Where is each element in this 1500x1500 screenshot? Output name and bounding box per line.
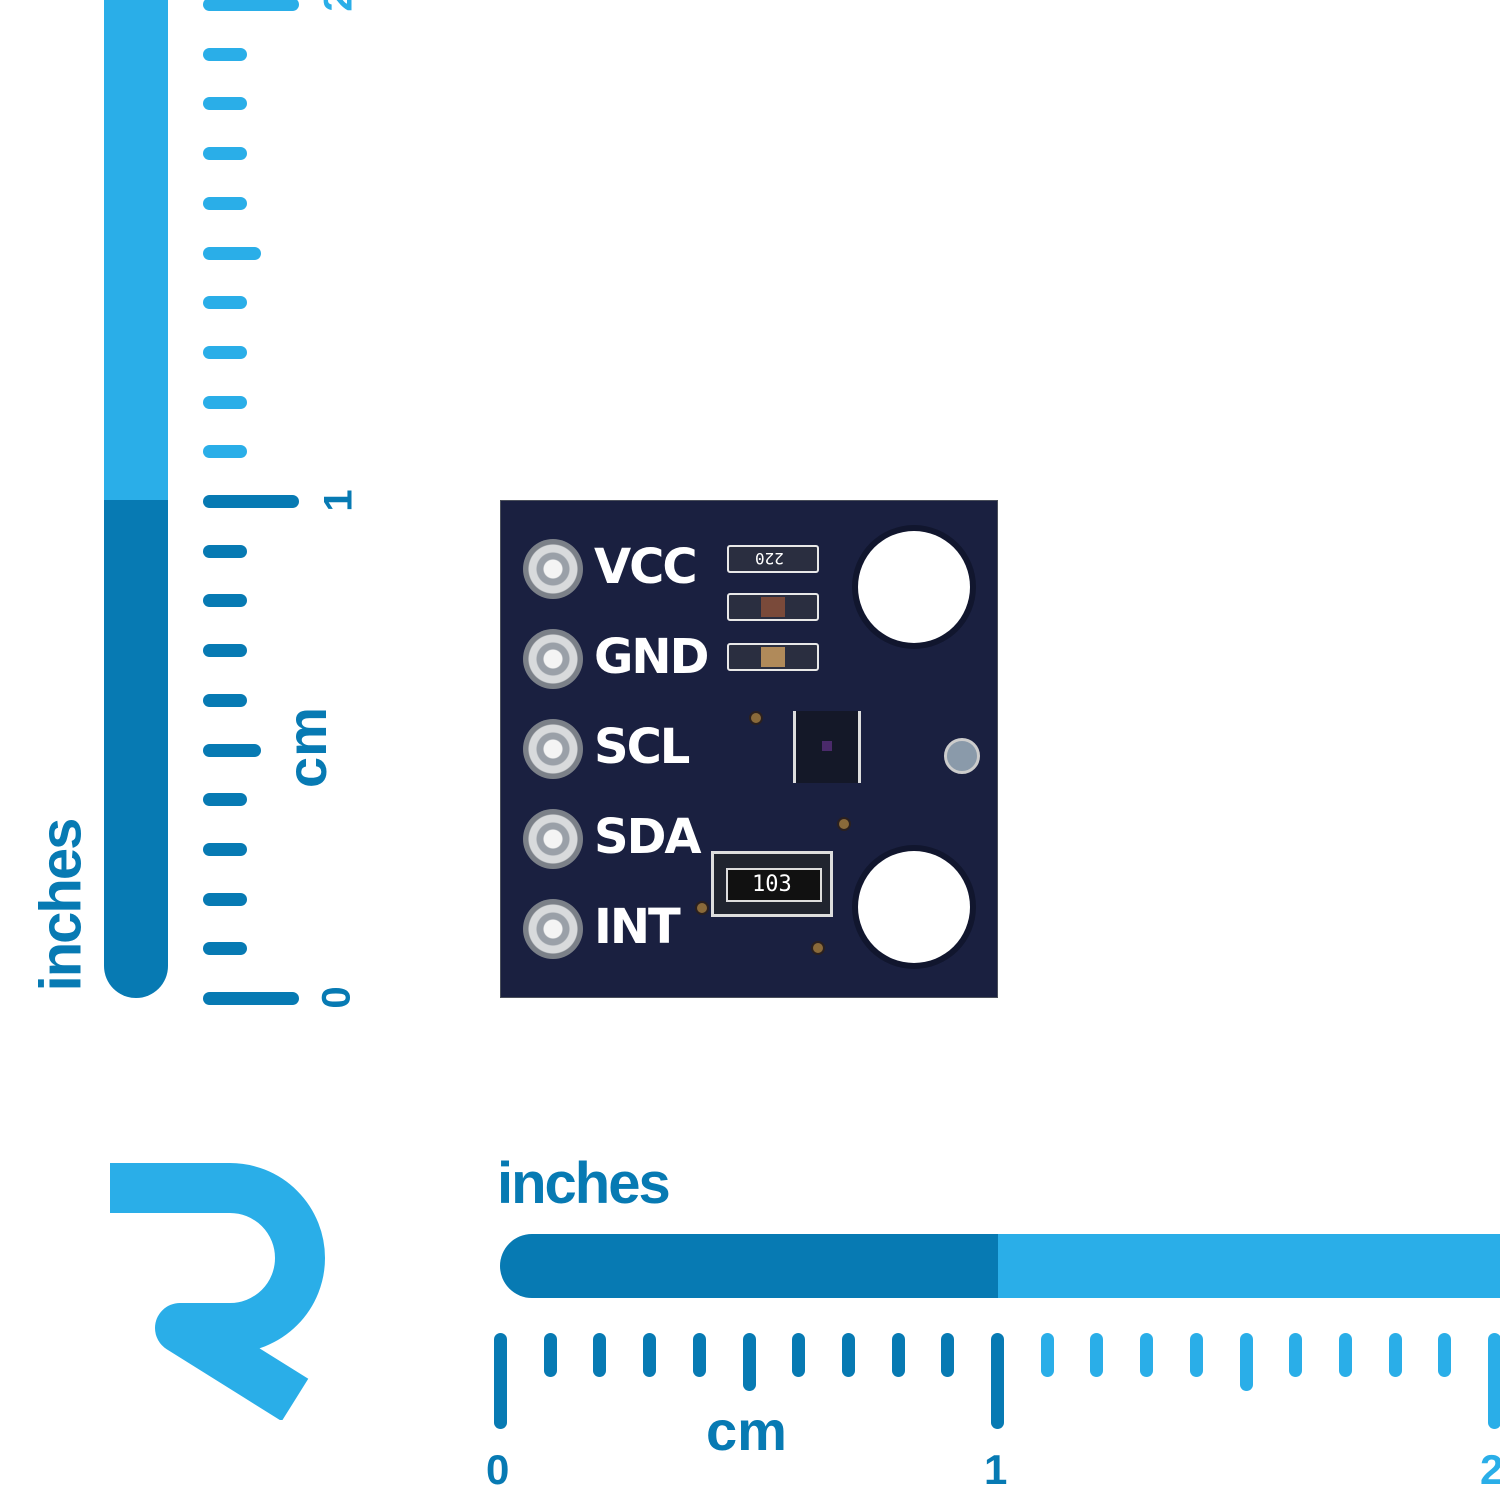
mounting-hole-bottom — [858, 851, 970, 963]
horizontal-ruler-tick — [1338, 1333, 1352, 1377]
horizontal-ruler-tick — [543, 1333, 557, 1377]
test-pad — [944, 738, 980, 774]
vertical-ruler-tick — [203, 743, 261, 757]
vertical-ruler-tick — [203, 47, 247, 61]
pin-label-scl: SCL — [594, 719, 690, 775]
vertical-tick-label-2: 2 — [316, 0, 361, 12]
horizontal-ruler-bar-left — [500, 1234, 998, 1298]
pin-label-gnd: GND — [594, 629, 709, 685]
horizontal-ruler-tick — [692, 1333, 706, 1377]
horizontal-ruler-tick — [643, 1333, 657, 1377]
brand-logo-r-icon — [110, 1163, 325, 1420]
vertical-ruler-tick — [203, 992, 299, 1005]
vertical-tick-label-1: 1 — [316, 489, 361, 512]
vertical-ruler-tick — [203, 594, 247, 608]
vertical-ruler-tick — [203, 842, 247, 856]
vertical-ruler-tick — [203, 97, 247, 111]
horizontal-ruler-bar-right — [998, 1234, 1500, 1298]
horizontal-ruler-tick — [742, 1333, 756, 1391]
vertical-ruler-tick — [203, 0, 299, 11]
via — [695, 901, 709, 915]
pin-hole-vcc — [523, 539, 583, 599]
vertical-ruler-tick — [203, 495, 299, 508]
pin-hole-int — [523, 899, 583, 959]
pin-hole-scl — [523, 719, 583, 779]
via — [811, 941, 825, 955]
horizontal-ruler-tick — [991, 1333, 1004, 1429]
vertical-ruler-tick — [203, 445, 247, 459]
vertical-ruler-tick — [203, 892, 247, 906]
horizontal-tick-label-1: 1 — [984, 1446, 1008, 1493]
resistor-array: 103 — [711, 851, 833, 917]
horizontal-tick-label-0: 0 — [486, 1446, 510, 1493]
vertical-inches-label: inches — [28, 819, 94, 992]
vertical-ruler-tick — [203, 793, 247, 807]
capacitor-2 — [727, 643, 819, 671]
horizontal-ruler-tick — [593, 1333, 607, 1377]
vertical-tick-label-0: 0 — [314, 986, 359, 1009]
pin-hole-gnd — [523, 629, 583, 689]
resistor-array-marking: 103 — [752, 872, 792, 897]
pin-label-int: INT — [594, 899, 681, 955]
vertical-ruler-tick — [203, 544, 247, 558]
pin-label-vcc: VCC — [594, 539, 698, 595]
horizontal-ruler-tick — [1289, 1333, 1303, 1377]
resistor-220: 220 — [727, 545, 819, 573]
vertical-ruler-tick — [203, 942, 247, 956]
horizontal-ruler-tick — [941, 1333, 955, 1377]
sensor-board: VCC GND SCL SDA INT 220 103 — [500, 500, 998, 998]
vertical-ruler-tick — [203, 395, 247, 409]
horizontal-ruler-tick — [1040, 1333, 1054, 1377]
horizontal-ruler-tick — [1239, 1333, 1253, 1391]
resistor-marking: 220 — [755, 549, 784, 568]
vertical-ruler-tick — [203, 196, 247, 210]
pin-hole-sda — [523, 809, 583, 869]
sensor-chip — [793, 711, 861, 783]
vertical-ruler-tick — [203, 147, 247, 161]
vertical-ruler-tick — [203, 246, 261, 260]
horizontal-inches-label: inches — [497, 1151, 671, 1216]
vertical-cm-label: cm — [274, 707, 338, 788]
horizontal-ruler-tick — [1140, 1333, 1154, 1377]
horizontal-ruler-tick — [891, 1333, 905, 1377]
horizontal-cm-label: cm — [706, 1399, 787, 1462]
horizontal-tick-label-2: 2 — [1480, 1446, 1500, 1493]
mounting-hole-top — [858, 531, 970, 643]
vertical-ruler-tick — [203, 644, 247, 658]
horizontal-ruler-tick — [792, 1333, 806, 1377]
horizontal-ruler-tick — [1090, 1333, 1104, 1377]
horizontal-ruler-tick — [841, 1333, 855, 1377]
horizontal-ruler-tick — [1189, 1333, 1203, 1377]
vertical-ruler-bar-upper — [104, 0, 168, 500]
pin-label-sda: SDA — [594, 809, 702, 865]
horizontal-ruler-tick — [494, 1333, 507, 1429]
via — [837, 817, 851, 831]
capacitor-1 — [727, 593, 819, 621]
vertical-ruler-bar-lower — [104, 500, 168, 998]
via — [749, 711, 763, 725]
horizontal-ruler-tick — [1488, 1333, 1500, 1429]
vertical-ruler-tick — [203, 296, 247, 310]
horizontal-ruler-tick — [1438, 1333, 1452, 1377]
vertical-ruler-tick — [203, 345, 247, 359]
vertical-ruler-tick — [203, 693, 247, 707]
horizontal-ruler-tick — [1388, 1333, 1402, 1377]
